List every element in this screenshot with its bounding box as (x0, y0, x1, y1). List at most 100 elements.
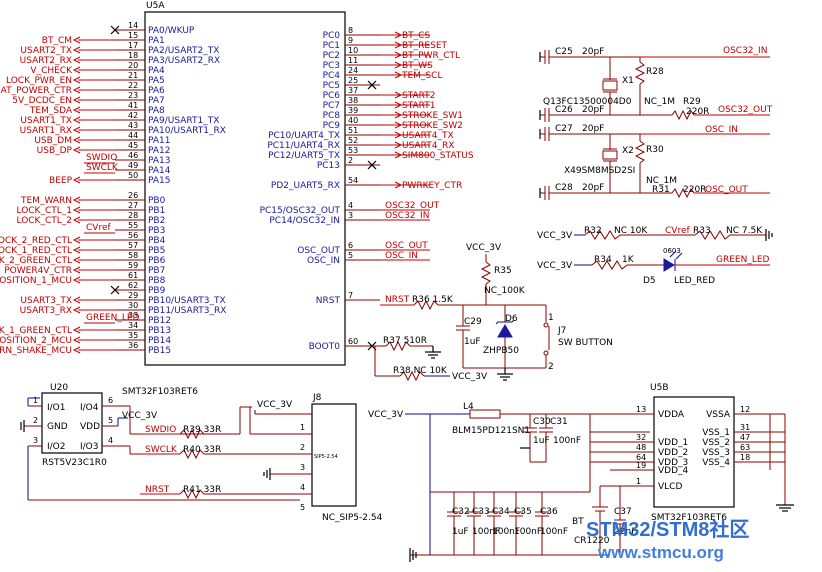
u5a-left-pin-name: PA1 (148, 36, 165, 46)
osc32-in-net: OSC32_IN (723, 46, 767, 56)
c29-label: C29 (464, 317, 482, 327)
u5a-left-pin-name: PA11 (148, 136, 170, 146)
no-connect-mark (367, 160, 377, 170)
u5a-left-pin-num: 18 (128, 51, 138, 60)
u5a-left-pin-num: 17 (128, 41, 138, 50)
u5a-left-pin-num: 43 (128, 121, 138, 130)
u5a-left-pin-name: PA4 (148, 66, 165, 76)
u20-pin1: 1 (33, 396, 38, 405)
c25-value: 20pF (582, 47, 604, 57)
u5a-right-pin-num: 6 (348, 241, 353, 250)
u5a-left-net-arrow (72, 146, 81, 154)
u5b-left-pin-num: 64 (636, 453, 646, 462)
decap-label: C34 (492, 507, 510, 517)
c31-label: C31 (550, 417, 568, 427)
u5a-left-pin-name: PB13 (148, 326, 171, 336)
u5a-right-net: BT_PWR_CTL (402, 51, 460, 61)
c29-value: 1uF (464, 337, 481, 347)
u5a-right-net-arrow (394, 111, 403, 119)
u5a-right-net: BT_RESET (402, 41, 448, 51)
u5a-right-pin-num: 4 (348, 201, 353, 210)
c27-label: C27 (555, 124, 573, 134)
u5b-left-pin-name: VDD_4 (658, 466, 689, 476)
u5a-right-net: OSC32_IN (385, 211, 429, 221)
u5a-left-pin-name: PB14 (148, 336, 171, 346)
u5a-left-pin-num: 58 (128, 251, 138, 260)
u5a-right-net-arrow (394, 141, 403, 149)
u5a-left-pin-name: PB5 (148, 246, 165, 256)
u5a-left-pin-num: 42 (128, 111, 138, 120)
u5a-right-pin-num: 60 (348, 337, 358, 346)
u5a-left-pin-num: 34 (128, 321, 138, 330)
u5a-left-pin-num: 41 (128, 101, 138, 110)
r33-value: NC 7.5K (726, 226, 763, 236)
c28-label: C28 (555, 183, 573, 193)
reset-vcc: VCC_3V (466, 243, 502, 253)
mcu-u5a: U5A PA0/WKUP14PA115BT_CMPA2/USART2_TX17U… (0, 1, 474, 366)
u5a-right-pin-name: PC13 (317, 161, 340, 171)
u5a-right-net: START1 (402, 101, 436, 111)
u5a-left-net-arrow (72, 266, 81, 274)
c31-value: 100nF (553, 436, 581, 446)
u5a-left-pin-name: PB11/USART3_RX (148, 306, 226, 316)
u5b-left-pin-num: 13 (636, 405, 646, 414)
j8-label: J8 (312, 393, 322, 403)
u5a-left-pin-name: PA3/USART2_RX (148, 56, 220, 66)
u5a-left-net-arrow (72, 256, 81, 264)
r39-label: R39 33R (183, 425, 221, 435)
l4-label: L4 (463, 402, 474, 412)
u5a-left-pin-num: 22 (128, 81, 138, 90)
u5a-left-pin-name: PA14 (148, 166, 171, 176)
u5a-right-net-arrow (394, 61, 403, 69)
u5a-left-pin-num: 59 (128, 261, 138, 270)
led-package: 0603 (663, 247, 681, 255)
u5a-left-pin-name: PB6 (148, 256, 166, 266)
u5a-left-pin-num: 49 (128, 161, 138, 170)
u5b-left-pin-num: 32 (636, 433, 646, 442)
u5a-left-net-arrow (72, 56, 81, 64)
j8-pin4: 4 (300, 483, 305, 492)
r35-value: NC_100K (484, 286, 526, 296)
u5a-left-pin-num: 14 (128, 21, 138, 30)
u5a-left-net-arrow (72, 126, 81, 134)
x1-value: Q13FC13500004D0 (543, 97, 632, 107)
decap-value: 100nF (492, 527, 520, 537)
u5a-left-pin-num: 45 (128, 141, 138, 150)
reset-vcc2: VCC_3V (452, 372, 488, 382)
r31-label: R31 (652, 185, 670, 195)
u5a-right-pin-name: NRST (316, 296, 341, 306)
u5a-left-pin-name: PA2/USART2_TX (148, 46, 219, 56)
r33-label: R33 (693, 226, 711, 236)
u5a-right-net-arrow (394, 71, 403, 79)
u20-pin5: 5 (108, 416, 113, 425)
u5a-left-pin-name: PB9 (148, 286, 166, 296)
u5a-left-net-arrow (72, 46, 81, 54)
u5a-left-net: SWDIO (86, 153, 117, 163)
u5a-left-net: LOCK_CTL_2 (17, 216, 73, 226)
u5a-left-net: CVref (86, 223, 111, 233)
cvref-vcc: VCC_3V (537, 231, 573, 241)
u5a-left-pin-num: 44 (128, 131, 138, 140)
u5a-right-net: PWRKEY_CTR (402, 181, 462, 191)
u5a-right-pin-num: 52 (348, 136, 358, 145)
u5a-left-pin-num: 33 (128, 311, 138, 320)
u5a-left-net: USART1_TX (20, 116, 72, 126)
u5b-right-pin-name: VSS_3 (702, 448, 730, 458)
u5a-left-net: USART1_RX (20, 126, 72, 136)
u5b-left-pin-name: VDDA (658, 410, 685, 420)
u5a-left-pin-num: 15 (128, 31, 138, 40)
r34-value: 1K (622, 255, 635, 265)
u5b-left-pin-name: VDD_2 (658, 448, 688, 458)
u5a-right-pin-name: PC5 (323, 81, 340, 91)
green-led-net: GREEN_LED (716, 255, 770, 265)
u5a-left-net-arrow (72, 96, 81, 104)
u5a-left-net: LOCK_2_GREEN_CTL (0, 256, 72, 266)
u5a-left-pin-num: 46 (128, 151, 138, 160)
r30-label: R30 (646, 145, 664, 155)
d5-value: LED_RED (674, 276, 715, 286)
bt-value: CR1220 (574, 536, 610, 546)
r32-label: R32 (584, 226, 602, 236)
u5a-left-net: USB_DM (34, 136, 72, 146)
u5a-right-pin-name: OSC_IN (307, 256, 340, 266)
u5a-left-net: POSITION_1_MCU (0, 276, 72, 286)
